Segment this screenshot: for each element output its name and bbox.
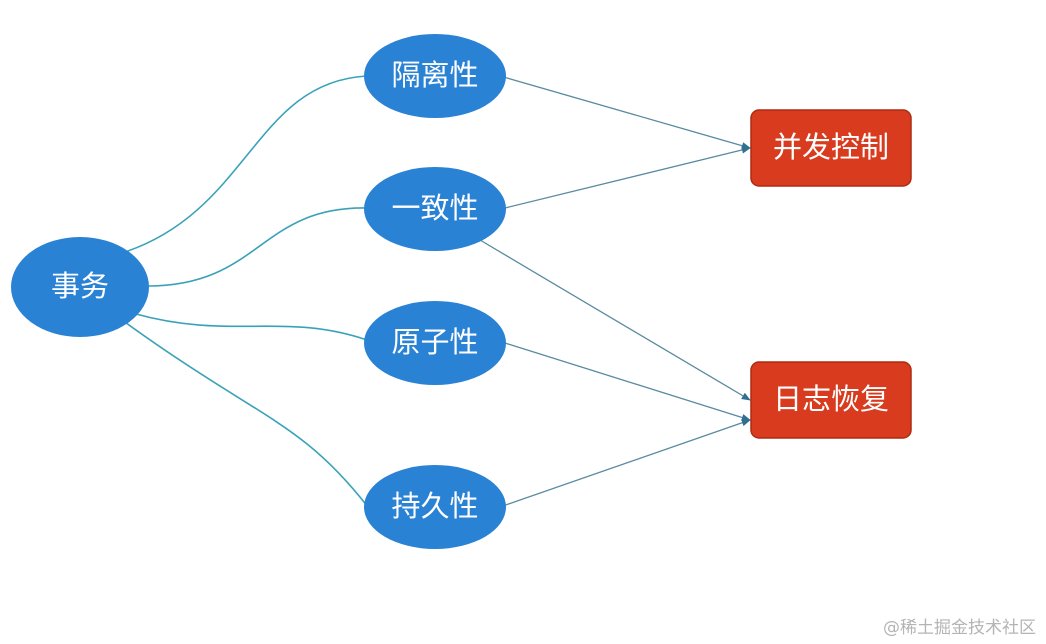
edge-transaction-consistency [147,207,368,287]
edge-transaction-atomicity [135,313,368,341]
edge-transaction-isolation [124,75,368,253]
node-durability-shape [364,465,506,549]
watermark: @稀土掘金技术社区 [883,618,1036,638]
edge-durability-log [499,419,751,508]
node-log-recovery: 日志恢复 [750,361,912,439]
node-transaction: 事务 [11,237,149,337]
edge-consistency-concurrency [504,146,751,209]
node-concurrency-control-shape [750,109,912,187]
edge-isolation-concurrency [499,75,751,150]
node-atomicity-label: 原子性 [391,325,478,359]
node-atomicity: 原子性 [364,301,506,385]
node-consistency-label: 一致性 [391,191,478,225]
node-concurrency-control: 并发控制 [750,109,912,187]
node-log-recovery-label: 日志恢复 [773,382,889,416]
node-consistency: 一致性 [364,167,506,251]
node-durability-label: 持久性 [391,489,478,523]
edges-outcome [479,75,751,508]
node-log-recovery-shape [750,361,912,439]
node-isolation-label: 隔离性 [391,58,478,92]
node-transaction-shape [11,237,149,337]
edges-transaction [121,75,369,508]
edge-consistency-log [479,239,751,401]
node-durability: 持久性 [364,465,506,549]
edge-atomicity-log [504,342,751,422]
node-concurrency-control-label: 并发控制 [773,130,889,164]
node-consistency-shape [364,167,506,251]
node-isolation-shape [364,34,506,118]
edge-transaction-durability [121,319,369,508]
node-transaction-label: 事务 [51,269,109,303]
node-atomicity-shape [364,301,506,385]
node-isolation: 隔离性 [364,34,506,118]
